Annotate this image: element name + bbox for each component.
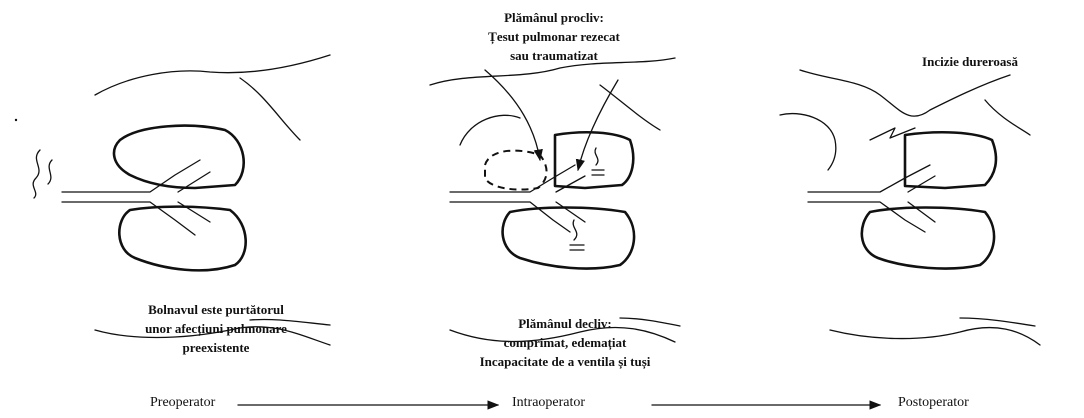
stage-intraoperator: Intraoperator xyxy=(512,395,585,411)
stage-preoperator: Preoperator xyxy=(150,395,215,411)
caption-line: comprimat, edemațiat xyxy=(420,333,710,352)
postoperator-top-label: Incizie dureroasă xyxy=(880,52,1060,71)
preoperator-caption: Bolnavul este purtătorul unor afecțiuni … xyxy=(96,300,336,357)
caption-line: Bolnavul este purtătorul xyxy=(96,300,336,319)
intraoperator-bottom-caption: Plămânul decliv: comprimat, edemațiat In… xyxy=(420,314,710,371)
stage-postoperator: Postoperator xyxy=(898,395,969,411)
caption-line: Țesut pulmonar rezecat xyxy=(434,27,674,46)
caption-line: Plămânul procliv: xyxy=(434,8,674,27)
postoperator-illustration xyxy=(780,70,1040,345)
caption-line: Incapacitate de a ventila și tuși xyxy=(420,352,710,371)
caption-line: unor afecțiuni pulmonare xyxy=(96,319,336,338)
caption-line: preexistente xyxy=(96,338,336,357)
intraoperator-top-caption: Plămânul procliv: Țesut pulmonar rezecat… xyxy=(434,8,674,65)
caption-line: sau traumatizat xyxy=(434,46,674,65)
intraoperator-illustration xyxy=(430,58,680,342)
caption-line: Plămânul decliv: xyxy=(420,314,710,333)
